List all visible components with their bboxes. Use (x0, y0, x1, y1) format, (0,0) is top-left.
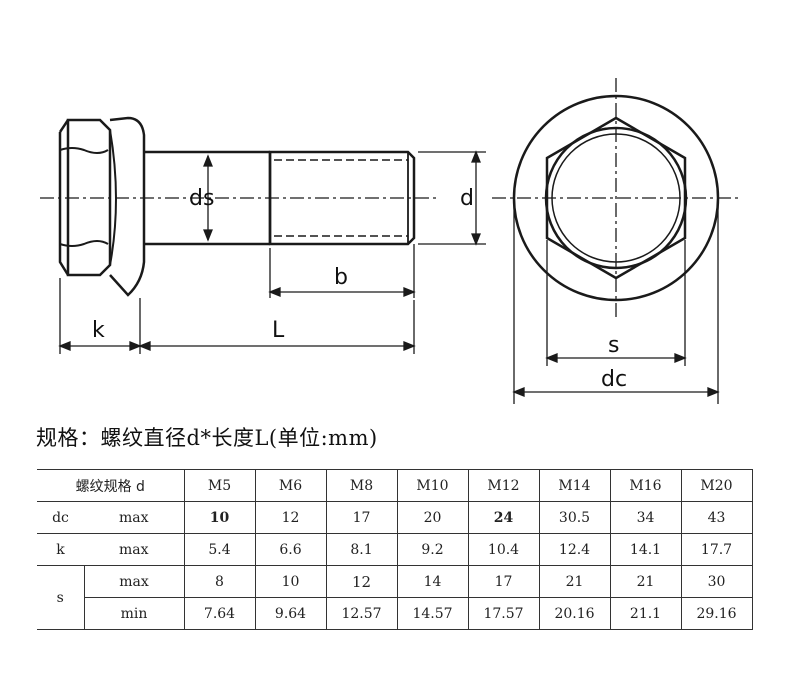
spec-table: 螺纹规格 d M5 M6 M8 M10 M12 M14 M16 M20 dc m… (37, 469, 753, 630)
header-label: 螺纹规格 d (37, 469, 185, 502)
table-row-dc: dc max 10 12 17 20 24 30.5 34 43 (37, 501, 753, 534)
table-header-row: 螺纹规格 d M5 M6 M8 M10 M12 M14 M16 M20 (37, 469, 753, 502)
label-L: L (272, 318, 285, 343)
label-ds: ds (189, 186, 214, 211)
value-cell: 21 (538, 565, 611, 598)
value-cell: 21 (609, 565, 682, 598)
value-cell: 21.1 (609, 597, 682, 630)
value-cell: 12.4 (538, 533, 611, 566)
label-s: s (608, 333, 619, 358)
value-cell: 10.4 (467, 533, 540, 566)
row-qualifier: max (84, 533, 185, 566)
size-cell: M6 (254, 469, 327, 502)
value-cell: 29.16 (680, 597, 753, 630)
value-cell: 24 (467, 501, 540, 534)
value-cell: 10 (254, 565, 327, 598)
value-cell: 12.57 (325, 597, 398, 630)
dc-dimension (512, 200, 720, 404)
value-cell: 9.2 (396, 533, 469, 566)
value-cell: 17 (467, 565, 540, 598)
size-cell: M8 (325, 469, 398, 502)
table-row-k: k max 5.4 6.6 8.1 9.2 10.4 12.4 14.1 17.… (37, 533, 753, 566)
value-cell: 20 (396, 501, 469, 534)
spec-heading: 规格：螺纹直径d*长度L(单位:mm) (36, 426, 378, 450)
size-cell: M16 (609, 469, 682, 502)
row-symbol: k (37, 533, 84, 566)
b-dimension (268, 244, 416, 298)
value-cell: 34 (609, 501, 682, 534)
size-cell: M12 (467, 469, 540, 502)
value-cell: 8 (183, 565, 256, 598)
value-cell: 17 (325, 501, 398, 534)
value-cell: 8.1 (325, 533, 398, 566)
value-cell: 9.64 (254, 597, 327, 630)
label-dc: dc (601, 367, 627, 392)
row-qualifier: max (84, 501, 185, 534)
value-cell: 14 (396, 565, 469, 598)
s-dimension (545, 240, 687, 366)
side-view (58, 116, 416, 297)
d-dimension (418, 150, 486, 246)
row-qualifier: max (83, 565, 185, 598)
value-cell: 30.5 (538, 501, 611, 534)
value-cell: 20.16 (538, 597, 611, 630)
label-k: k (92, 318, 105, 343)
row-symbol: s (37, 565, 85, 630)
label-b: b (334, 265, 348, 290)
value-cell: 12 (325, 565, 398, 598)
value-cell: 10 (183, 501, 256, 534)
value-cell: 17.7 (680, 533, 753, 566)
value-cell: 30 (680, 565, 753, 598)
ds-dimension (203, 154, 213, 242)
row-qualifier: min (83, 597, 185, 630)
k-L-dimension (58, 278, 416, 354)
value-cell: 5.4 (183, 533, 256, 566)
size-cell: M10 (396, 469, 469, 502)
row-symbol: dc (37, 501, 84, 534)
size-cell: M20 (680, 469, 753, 502)
value-cell: 14.1 (609, 533, 682, 566)
table-row-s-max: s max 8 10 12 14 17 21 21 30 (37, 565, 753, 630)
bolt-drawing: ds d b k L (40, 78, 742, 404)
size-cell: M14 (538, 469, 611, 502)
value-cell: 6.6 (254, 533, 327, 566)
value-cell: 12 (254, 501, 327, 534)
value-cell: 17.57 (467, 597, 540, 630)
table-row-s-min: min 7.64 9.64 12.57 14.57 17.57 20.16 21… (37, 597, 753, 630)
size-cell: M5 (183, 469, 256, 502)
label-d: d (460, 186, 474, 211)
value-cell: 43 (680, 501, 753, 534)
value-cell: 14.57 (396, 597, 469, 630)
value-cell: 7.64 (183, 597, 256, 630)
